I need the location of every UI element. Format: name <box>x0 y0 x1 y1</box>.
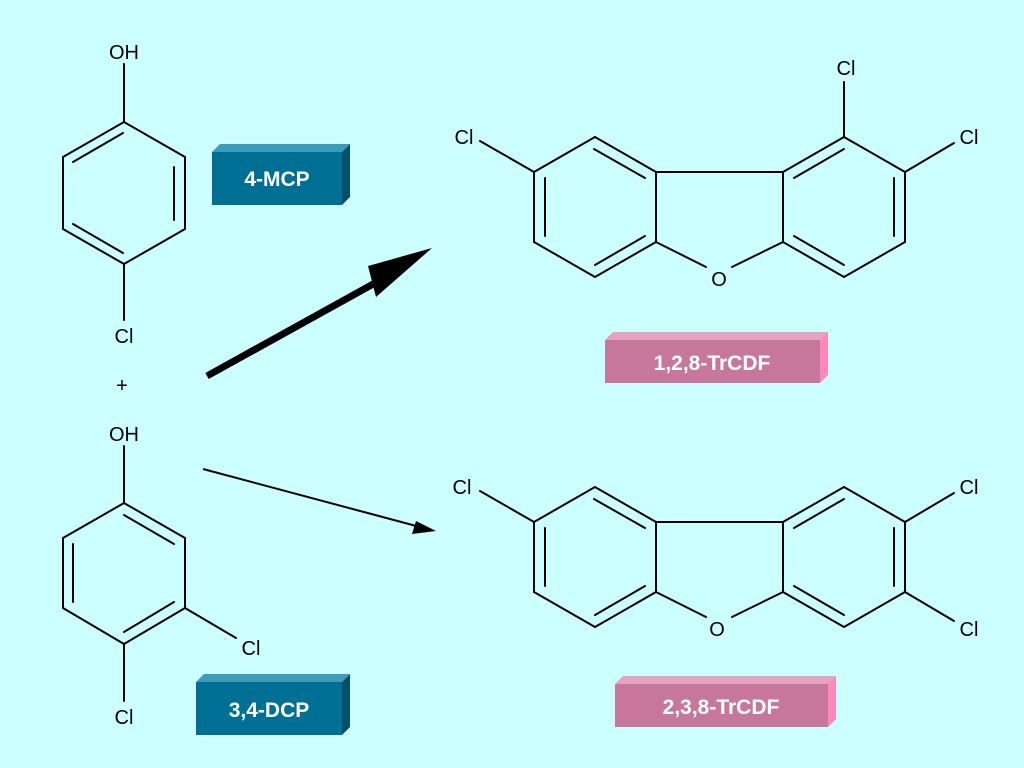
thin-arrow <box>202 468 436 534</box>
mcp-molecule: OH Cl <box>62 42 186 348</box>
trcdf-238-cl8-label: Cl <box>453 477 472 499</box>
trcdf-128-name-box: 1,2,8-TrCDF <box>605 332 828 383</box>
dcp-cl4-label: Cl <box>115 707 134 729</box>
trcdf-128-cl1-label: Cl <box>837 58 856 80</box>
trcdf-238-cl2-label: Cl <box>960 477 979 499</box>
trcdf-238-o-label: O <box>709 619 725 641</box>
trcdf-238-cl3-label: Cl <box>960 619 979 641</box>
dcp-name-label: 3,4-DCP <box>229 699 310 722</box>
dcp-name-box: 3,4-DCP <box>196 674 350 735</box>
plus-sign: + <box>116 375 128 397</box>
mcp-oh-label: OH <box>109 42 139 64</box>
dcp-molecule: OH Cl Cl <box>62 424 261 729</box>
mcp-name-label: 4-MCP <box>244 168 309 191</box>
mcp-name-box: 4-MCP <box>212 144 350 205</box>
trcdf-128-cl2-label: Cl <box>960 127 979 149</box>
mcp-cl-label: Cl <box>115 326 134 348</box>
trcdf-128-cl8-label: Cl <box>455 127 474 149</box>
dcp-cl3-label: Cl <box>242 638 261 660</box>
trcdf-128-o-label: O <box>711 269 727 291</box>
trcdf-128-name-label: 1,2,8-TrCDF <box>654 352 771 375</box>
trcdf-128-molecule: O Cl Cl Cl <box>455 58 979 291</box>
dcp-oh-label: OH <box>109 424 139 446</box>
trcdf-238-molecule: O Cl Cl Cl <box>453 477 979 641</box>
trcdf-238-name-box: 2,3,8-TrCDF <box>615 676 836 727</box>
trcdf-238-name-label: 2,3,8-TrCDF <box>663 696 780 719</box>
bold-arrow <box>205 248 432 380</box>
